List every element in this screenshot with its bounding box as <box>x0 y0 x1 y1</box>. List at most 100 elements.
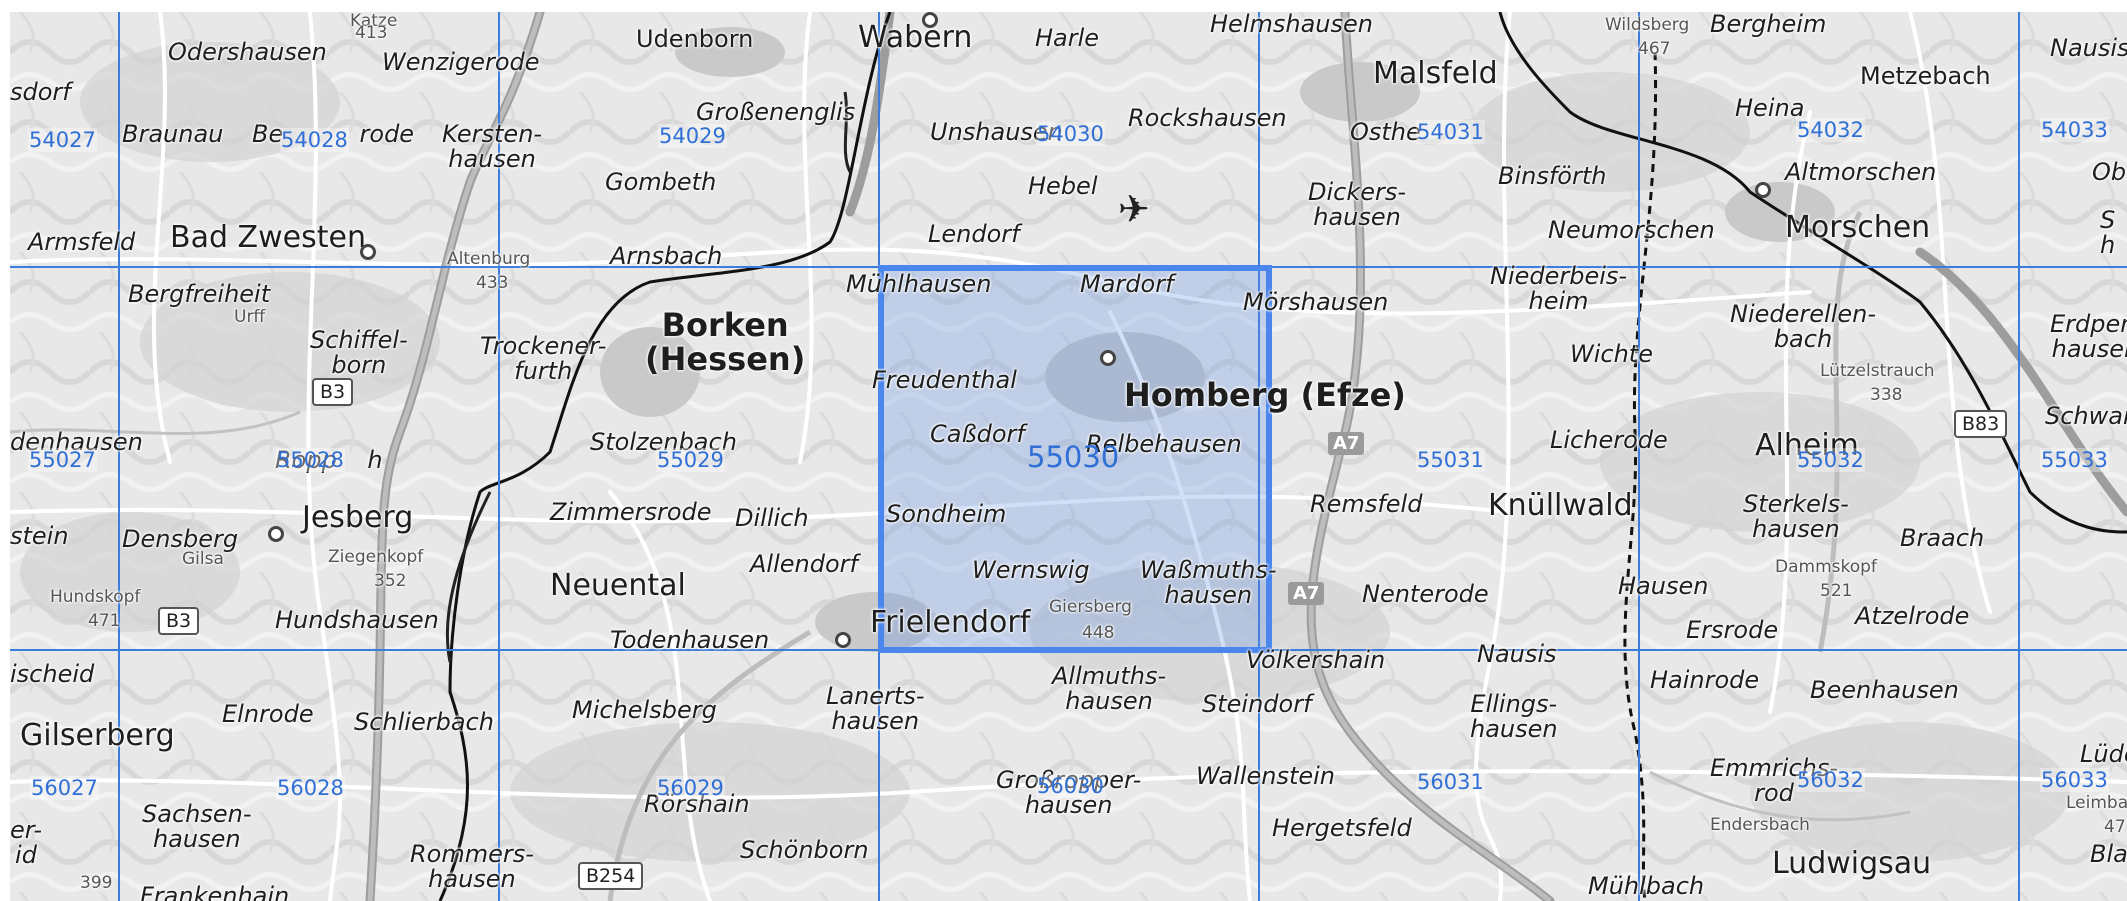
peak-label: Altenburg <box>447 249 531 269</box>
grid-cell-label[interactable]: 54028 <box>280 128 349 152</box>
town-marker-icon <box>360 244 376 260</box>
place-label: Alheim <box>1755 428 1859 463</box>
grid-cell-label[interactable]: 55032 <box>1796 448 1865 472</box>
place-label: Ropp h <box>275 446 383 474</box>
grid-cell-label[interactable]: 55033 <box>2040 448 2109 472</box>
river-label: Endersbach <box>1710 815 1810 835</box>
place-label: Homberg (Efze) <box>1124 376 1406 414</box>
peak-height: 399 <box>80 873 113 893</box>
place-label: Sterkels- hausen <box>1743 490 1849 543</box>
place-label: Schwarz <box>2045 402 2127 430</box>
place-label: Kersten- hausen <box>442 120 543 173</box>
place-label: Licherode <box>1550 426 1668 454</box>
place-label: Remsfeld <box>1310 490 1423 518</box>
river-label: Gilsa <box>182 549 224 569</box>
place-label: Odershausen <box>168 38 327 66</box>
place-label: Nausis <box>2050 34 2127 62</box>
peak-label: Lützelstrauch <box>1820 361 1935 381</box>
place-label: Arnsbach <box>610 242 723 270</box>
place-label: Udenborn <box>636 25 754 53</box>
place-label: Densberg <box>122 525 239 553</box>
place-label: Nausis <box>1477 640 1557 668</box>
peak-height: 467 <box>1638 39 1671 59</box>
place-label: Bad Zwesten <box>170 220 366 255</box>
grid-cell-label[interactable]: 54033 <box>2040 118 2109 142</box>
grid-cell-label[interactable]: 54029 <box>658 124 727 148</box>
grid-cell-label[interactable]: 54032 <box>1796 118 1865 142</box>
place-label: Rockshausen <box>1128 104 1287 132</box>
place-label: Malsfeld <box>1373 56 1498 91</box>
grid-cell-label[interactable]: 56028 <box>276 776 345 800</box>
town-marker-icon <box>1100 350 1116 366</box>
place-label: Niederellen- bach <box>1730 300 1876 353</box>
peak-height: 413 <box>355 23 388 43</box>
place-label: Bergheim <box>1710 12 1827 38</box>
place-label: Mühlhausen <box>846 270 992 298</box>
town-marker-icon <box>835 632 851 648</box>
place-label: Unshausen <box>930 118 1063 146</box>
place-label: Bergfreiheit <box>128 280 271 308</box>
place-label: Obe <box>2092 158 2127 186</box>
selected-grid-cell[interactable] <box>878 265 1272 653</box>
place-label: Mörshausen <box>1243 288 1389 316</box>
place-label: Rörshain <box>644 790 750 818</box>
place-label: Frankenhain <box>140 882 290 901</box>
place-label: Morschen <box>1785 210 1931 245</box>
map-base <box>10 12 2127 901</box>
place-label: Todenhausen <box>610 626 770 654</box>
place-label: Atzelrode <box>1855 602 1970 630</box>
grid-cell-label[interactable]: 54027 <box>28 128 97 152</box>
place-label: Sondheim <box>886 500 1007 528</box>
place-label: Hergetsfeld <box>1272 814 1412 842</box>
grid-cell-label[interactable]: 55027 <box>28 448 97 472</box>
peak-label: Dammskopf <box>1775 557 1877 577</box>
place-label: Relbehausen <box>1086 430 1242 458</box>
map-viewport[interactable]: Odershausen Wenzigerode Udenborn Wabern … <box>10 12 2127 901</box>
place-label: Lanerts- hausen <box>826 682 925 735</box>
place-label: Dickers- hausen <box>1308 178 1407 231</box>
grid-cell-label[interactable]: 56032 <box>1796 768 1865 792</box>
place-label: Armsfeld <box>28 228 136 256</box>
peak-label: Ziegenkopf <box>328 547 424 567</box>
grid-cell-label[interactable]: 56033 <box>2040 768 2109 792</box>
grid-cell-label[interactable]: 55028 <box>276 448 345 472</box>
grid-cell-label-selected[interactable]: 55030 <box>1027 440 1120 474</box>
place-label: Wichte <box>1570 340 1653 368</box>
place-label: Niederbeis- heim <box>1490 262 1628 315</box>
grid-cell-label[interactable]: 56030 <box>1036 774 1105 798</box>
place-label: Allmuths- hausen <box>1052 662 1167 715</box>
place-label: Freudenthal <box>872 366 1017 394</box>
place-label: Leimbach <box>2066 793 2127 813</box>
place-label: Sachsen- hausen <box>142 800 252 853</box>
grid-cell-label[interactable]: 54031 <box>1416 120 1485 144</box>
grid-cell-label[interactable]: 56027 <box>30 776 99 800</box>
place-label: Steindorf <box>1202 690 1312 718</box>
place-label: Altmorschen <box>1785 158 1937 186</box>
place-label: Heina <box>1735 94 1805 122</box>
place-label: Großenenglis <box>696 98 856 126</box>
peak-label: Hundskopf <box>50 587 141 607</box>
grid-cell-label[interactable]: 56029 <box>656 776 725 800</box>
grid-cell-label[interactable]: 55029 <box>656 448 725 472</box>
grid-cell-label[interactable]: 56031 <box>1416 770 1485 794</box>
place-label: Lüde <box>2080 740 2127 768</box>
grid-line-vertical <box>2018 12 2020 901</box>
place-label: Knüllwald <box>1488 488 1633 523</box>
place-label: Wabern <box>858 20 973 55</box>
place-label: Harle <box>1035 24 1100 52</box>
peak-height: 47 <box>2104 817 2126 837</box>
place-label: Großropper- hausen <box>996 766 1142 819</box>
place-label: Beenhausen <box>1810 676 1959 704</box>
grid-line-vertical <box>118 12 120 901</box>
road-shield: B83 <box>1954 410 2008 438</box>
peak-height: 433 <box>476 273 509 293</box>
place-label: ischeid <box>10 660 95 688</box>
place-label: Erdpen hauser <box>2050 310 2127 363</box>
place-label: Wenzigerode <box>382 48 540 76</box>
place-label: Hausen <box>1618 572 1709 600</box>
place-label: Caßdorf <box>930 420 1025 448</box>
grid-cell-label[interactable]: 55031 <box>1416 448 1485 472</box>
river-label: Urff <box>234 307 266 327</box>
place-label: stein <box>10 522 69 550</box>
grid-cell-label[interactable]: 54030 <box>1036 122 1105 146</box>
